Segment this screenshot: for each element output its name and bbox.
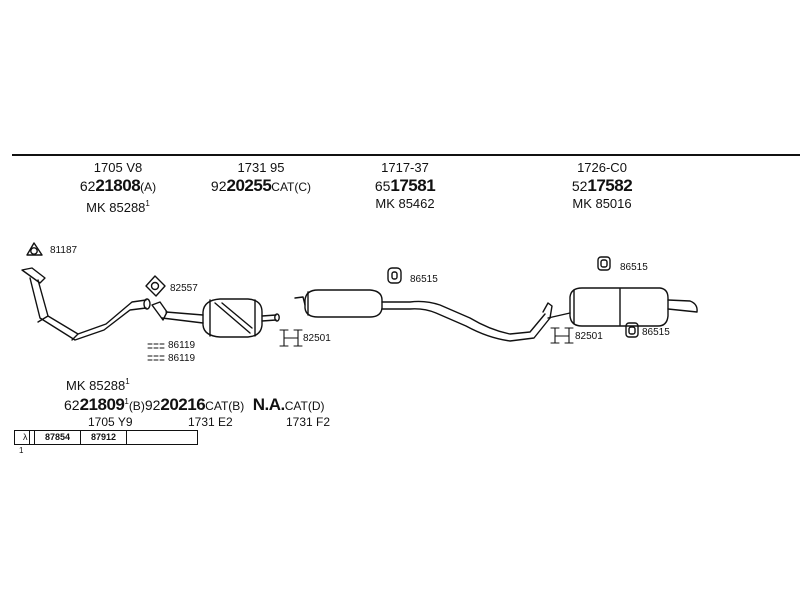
- alt-mounting-kit: MK 852881: [66, 377, 130, 393]
- part-group-catalyst: 1731 95 9220255CAT(C): [196, 160, 326, 196]
- part-group-middle-silencer: 1717-37 6517581 MK 85462: [345, 160, 465, 212]
- front-pipe-icon: [21, 267, 151, 341]
- part-number[interactable]: 9220255CAT(C): [210, 176, 312, 195]
- lambda-part-3[interactable]: [127, 431, 197, 444]
- lambda-part-2[interactable]: 87912: [81, 431, 127, 444]
- gasket-icon: [145, 275, 166, 297]
- rubber-hanger-icon: [387, 267, 402, 284]
- part-code: 1731 95: [237, 160, 285, 175]
- alt-code-1: 1705 Y9: [88, 415, 133, 429]
- mounting-kit: MK 85016: [572, 196, 632, 211]
- part-number[interactable]: 6221808(A): [79, 176, 157, 195]
- part-ref-82557[interactable]: 82557: [170, 283, 198, 294]
- clamp-icon: [550, 327, 574, 344]
- part-ref-86515[interactable]: 86515: [410, 274, 438, 285]
- alt-code-3: 1731 F2: [286, 415, 331, 429]
- part-ref-86119[interactable]: 86119: [168, 353, 196, 364]
- part-group-front-pipe: 1705 V8 6221808(A) MK 852881: [58, 160, 178, 216]
- alt-code-2: 1731 E2: [188, 415, 233, 429]
- mounting-kit: MK 852881: [86, 199, 150, 215]
- catalytic-converter-icon: [151, 298, 280, 338]
- part-group-rear-silencer: 1726-C0 5217582 MK 85016: [542, 160, 662, 212]
- part-ref-86515[interactable]: 86515: [642, 327, 670, 338]
- part-code: 1705 V8: [93, 160, 143, 175]
- part-number[interactable]: 5217582: [571, 176, 633, 195]
- part-ref-81187[interactable]: 81187: [50, 245, 78, 256]
- clamp-icon: [279, 329, 303, 347]
- alt-front-pipe-number[interactable]: 62218091(B): [64, 395, 145, 414]
- spring-clip-icon: [147, 343, 165, 361]
- part-code: 1717-37: [381, 160, 429, 175]
- part-number[interactable]: 6517581: [374, 176, 436, 195]
- alt-part-numbers: 62218091(B)9220216CAT(B) N.A.CAT(D): [64, 395, 325, 415]
- part-code: 1726-C0: [577, 160, 627, 175]
- header-rule: [12, 154, 800, 156]
- rear-silencer-icon: [547, 287, 698, 327]
- part-ref-82501[interactable]: 82501: [303, 333, 331, 344]
- alt-catalyst-number[interactable]: 9220216CAT(B): [144, 395, 245, 414]
- alt-catalyst-na[interactable]: N.A.CAT(D): [252, 395, 325, 414]
- lambda-part-1[interactable]: 87854: [35, 431, 81, 444]
- gasket-icon: [26, 242, 43, 256]
- rubber-hanger-icon: [597, 256, 611, 271]
- part-ref-86515[interactable]: 86515: [620, 262, 648, 273]
- mounting-kit: MK 85462: [375, 196, 435, 211]
- middle-silencer-icon: [294, 289, 553, 342]
- rubber-hanger-icon: [625, 322, 639, 338]
- part-ref-82501[interactable]: 82501: [575, 331, 603, 342]
- part-ref-86119[interactable]: 86119: [168, 340, 196, 351]
